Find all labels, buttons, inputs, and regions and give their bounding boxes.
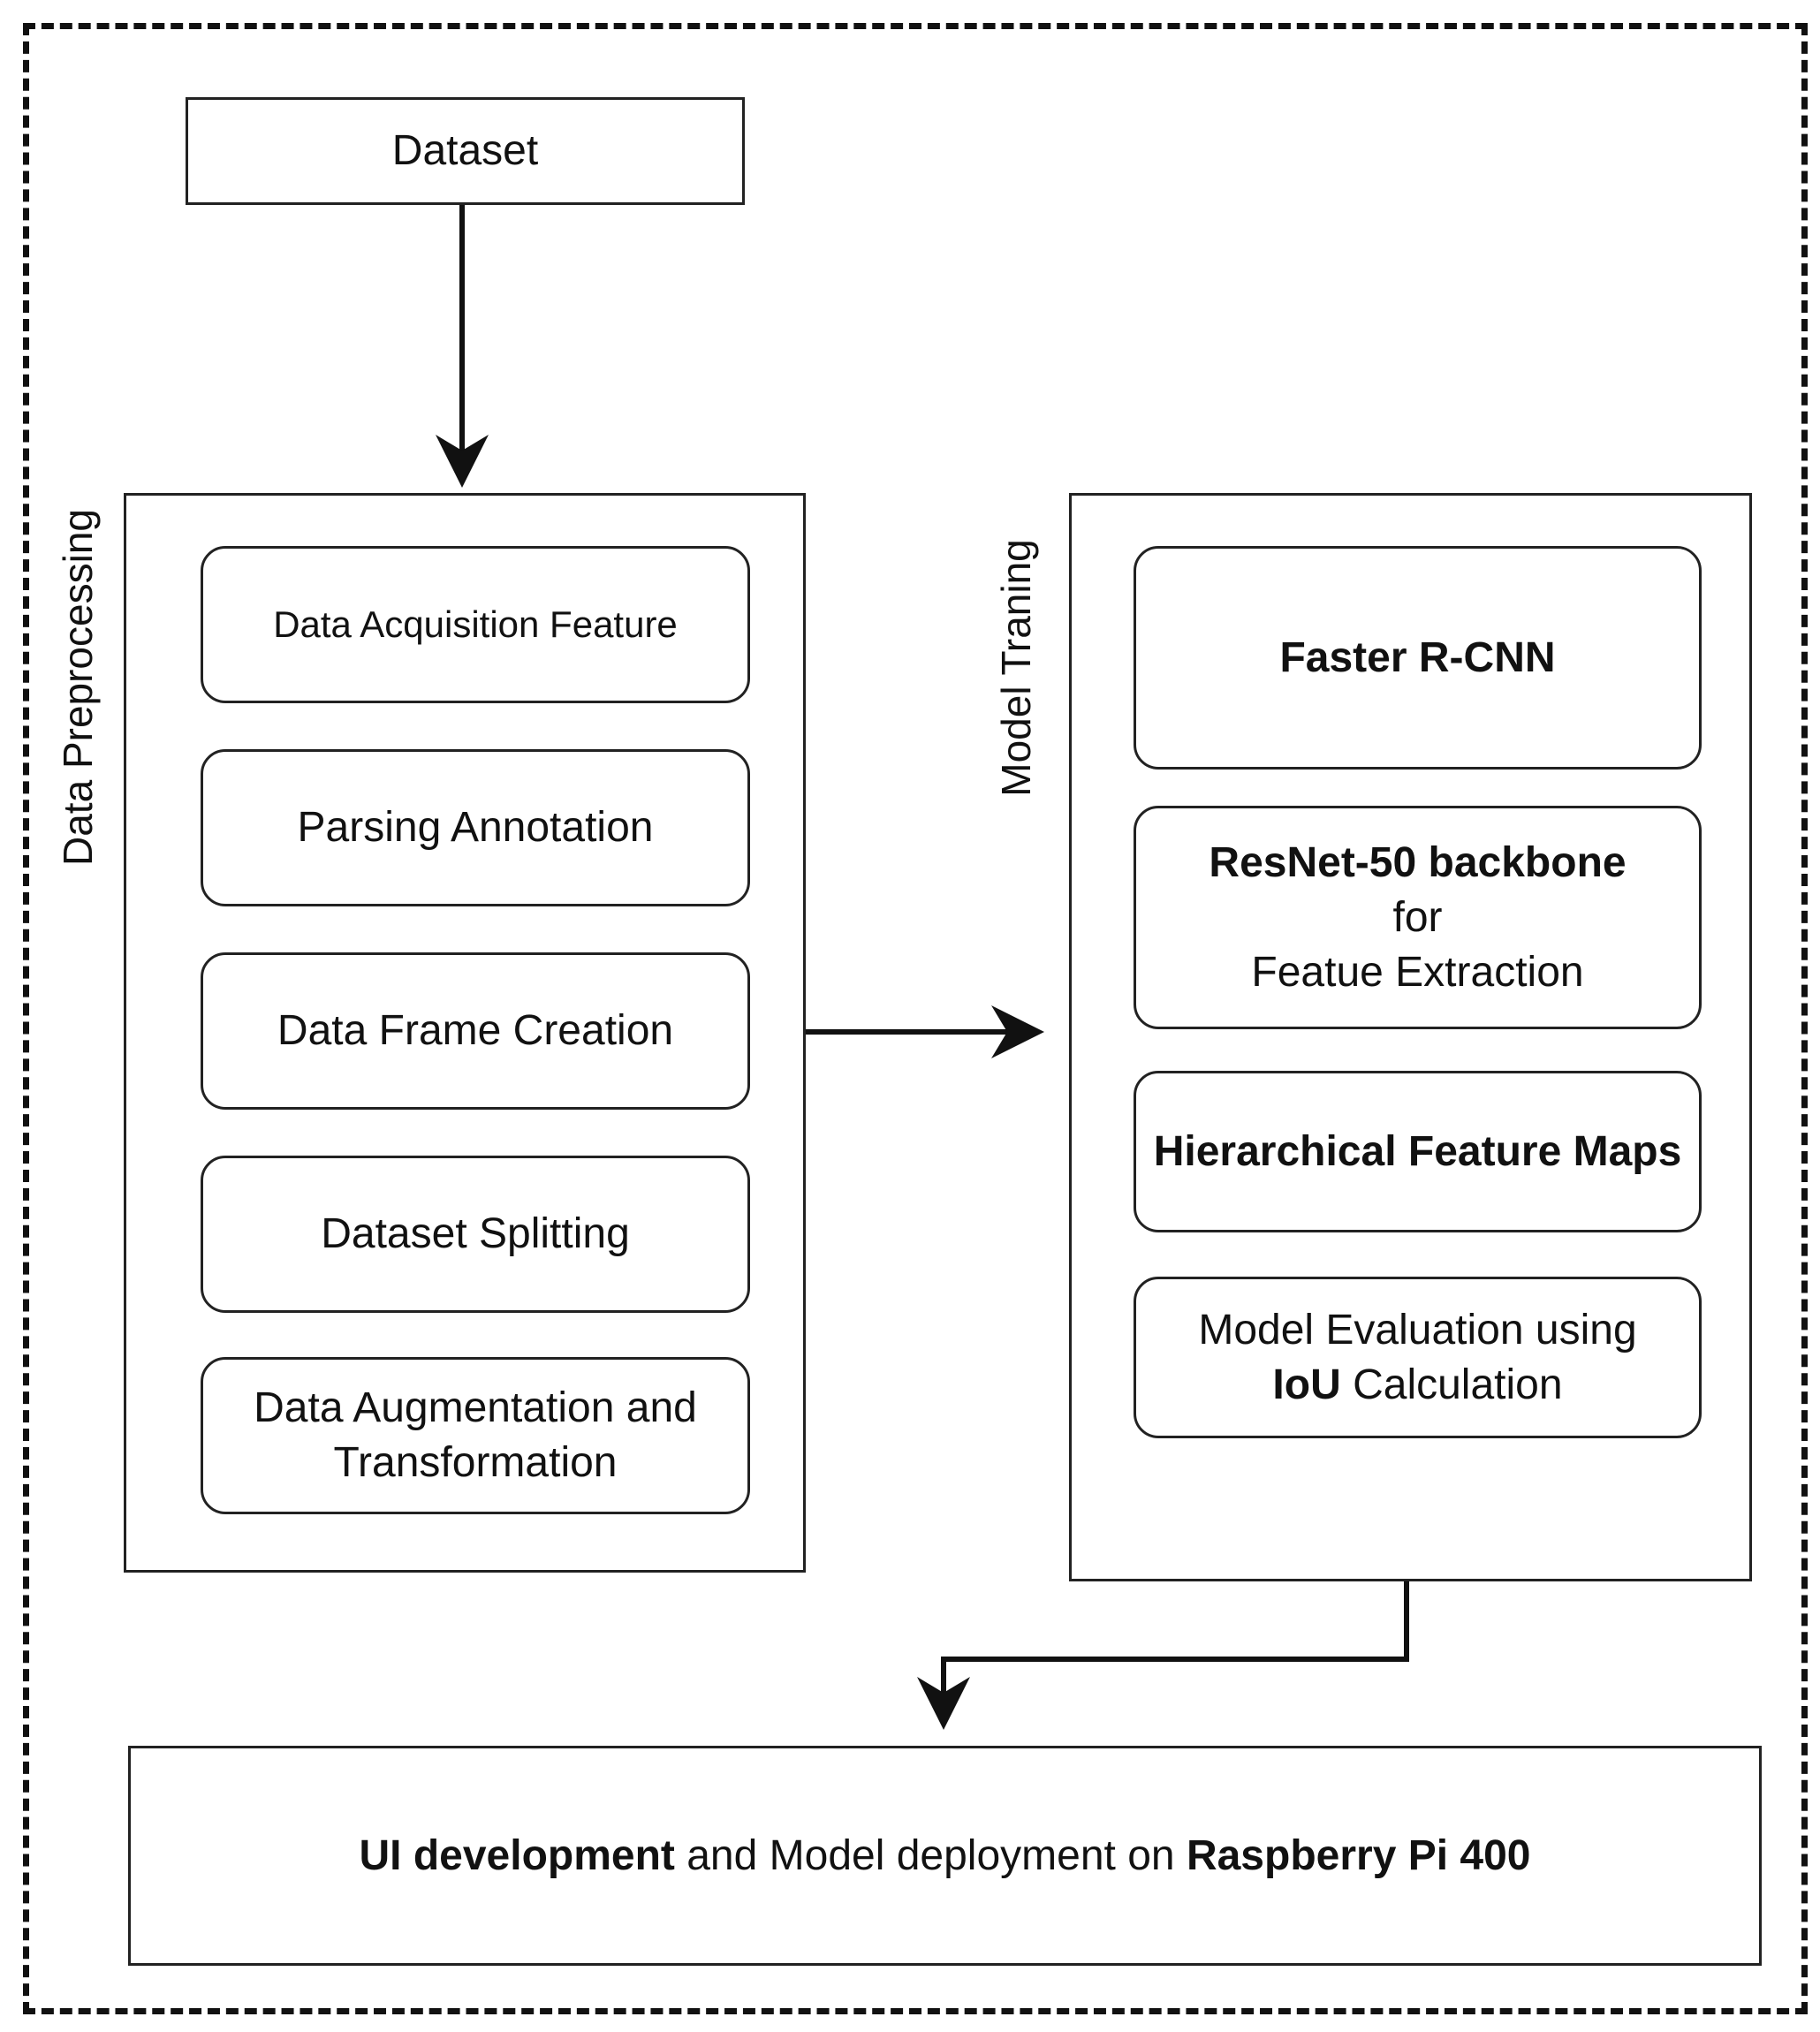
outer-dashed-frame bbox=[23, 23, 1808, 2014]
evaluation-box: Model Evaluation using IoU Calculation bbox=[1134, 1277, 1702, 1438]
hierarchical-label: Hierarchical Feature Maps bbox=[1153, 1127, 1682, 1175]
step-data-acquisition-label: Data Acquisition Feature bbox=[273, 603, 678, 645]
step-data-frame-creation: Data Frame Creation bbox=[201, 952, 750, 1110]
training-title: Model Traning bbox=[993, 539, 1039, 797]
evaluation-line1: Model Evaluation using bbox=[1198, 1306, 1637, 1353]
evaluation-line2: IoU Calculation bbox=[1272, 1358, 1562, 1413]
preprocessing-title: Data Preprocessing bbox=[55, 509, 101, 866]
step-dataset-splitting: Dataset Splitting bbox=[201, 1156, 750, 1313]
resnet-box: ResNet-50 backbone for Featue Extraction bbox=[1134, 806, 1702, 1029]
step-parsing-annotation-label: Parsing Annotation bbox=[297, 804, 654, 851]
faster-rcnn-label: Faster R-CNN bbox=[1279, 633, 1556, 681]
resnet-for-label: for bbox=[1392, 893, 1443, 941]
step-data-acquisition: Data Acquisition Feature bbox=[201, 546, 750, 703]
step-data-augmentation: Data Augmentation and Transformation bbox=[201, 1357, 750, 1514]
deployment-text: UI development and Model deployment on R… bbox=[359, 1829, 1530, 1884]
ui-development-label: UI development bbox=[359, 1831, 675, 1879]
dataset-label: Dataset bbox=[391, 127, 539, 174]
calculation-label: Calculation bbox=[1340, 1361, 1563, 1408]
step-parsing-annotation: Parsing Annotation bbox=[201, 749, 750, 906]
arrow-training-to-deployment bbox=[917, 1577, 1409, 1730]
dataset-box: Dataset bbox=[186, 97, 745, 205]
resnet-backbone-label: ResNet-50 backbone bbox=[1209, 838, 1627, 886]
resnet-extraction-label: Featue Extraction bbox=[1251, 948, 1584, 996]
step-data-augmentation-line2: Transformation bbox=[333, 1439, 618, 1486]
step-data-augmentation-line1: Data Augmentation and bbox=[254, 1384, 697, 1431]
iou-label: IoU bbox=[1272, 1361, 1341, 1408]
deployment-box: UI development and Model deployment on R… bbox=[128, 1746, 1762, 1966]
hierarchical-box: Hierarchical Feature Maps bbox=[1134, 1071, 1702, 1232]
deployment-middle-label: and Model deployment on bbox=[674, 1831, 1187, 1879]
step-data-frame-creation-label: Data Frame Creation bbox=[277, 1007, 674, 1054]
faster-rcnn-box: Faster R-CNN bbox=[1134, 546, 1702, 770]
step-dataset-splitting-label: Dataset Splitting bbox=[321, 1210, 630, 1257]
raspberry-pi-label: Raspberry Pi 400 bbox=[1186, 1831, 1531, 1879]
